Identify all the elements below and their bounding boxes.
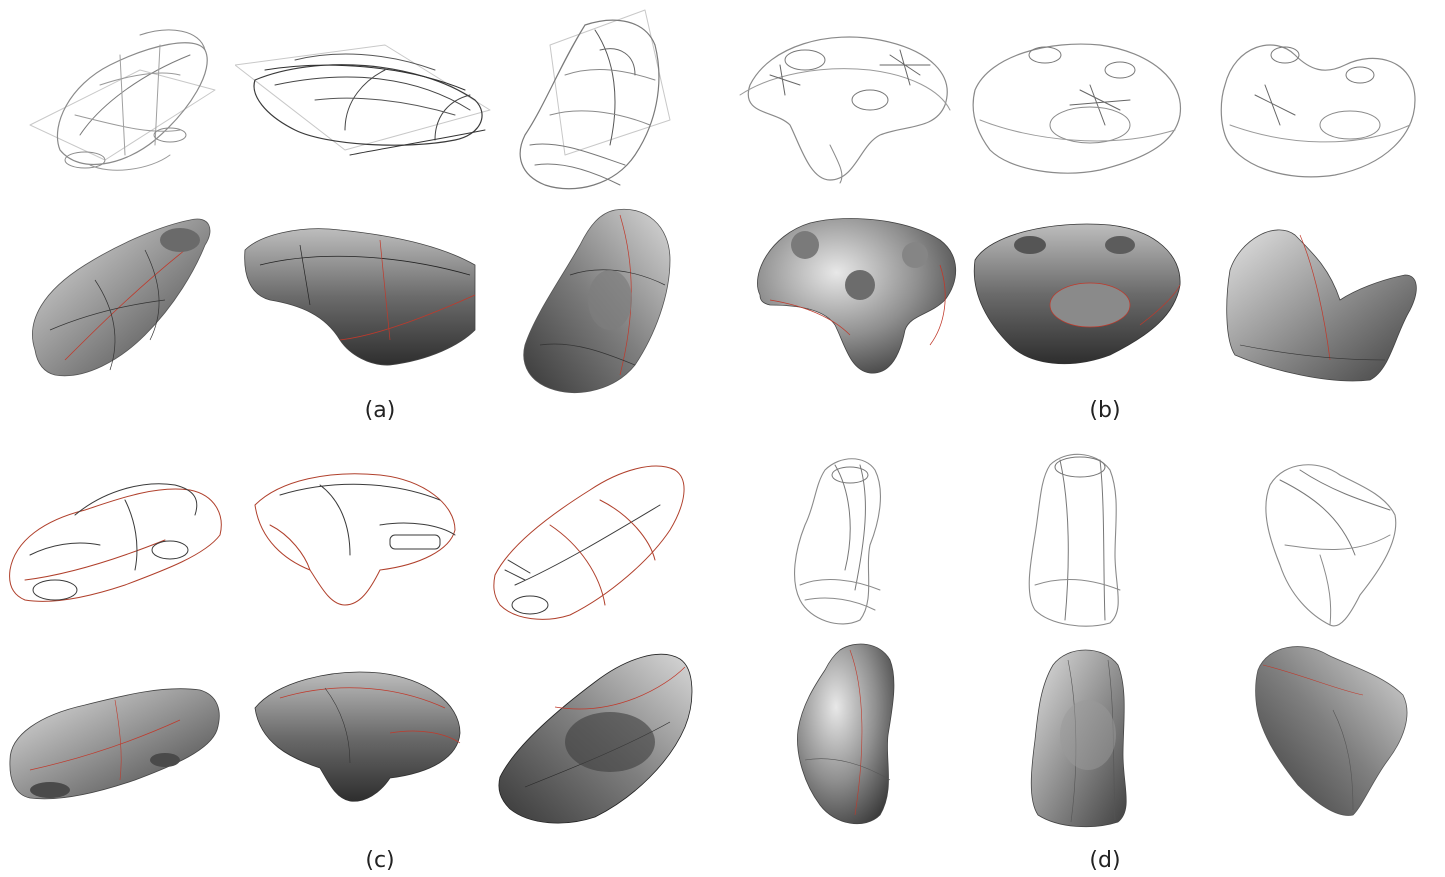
sketch-d-view2: [1015, 445, 1135, 630]
panel-label-b: (b): [1065, 398, 1145, 423]
sketch-b-view3: [1215, 25, 1420, 185]
panel-b: (b): [725, 0, 1445, 430]
panel-label-c: (c): [340, 848, 420, 873]
mesh-b-view3: [1220, 210, 1420, 385]
panel-label-a: (a): [340, 398, 420, 423]
sketch-c-view2: [250, 465, 465, 610]
sketch-a-view2: [235, 40, 495, 170]
panel-d: (d): [725, 435, 1445, 877]
sketch-a-view3: [505, 5, 675, 200]
sketch-c-view1: [5, 460, 230, 610]
panel-c: (c): [0, 435, 720, 877]
sketch-d-view3: [1260, 455, 1405, 630]
panel-label-d: (d): [1065, 848, 1145, 873]
sketch-c-view3: [490, 455, 690, 625]
sketch-b-view2: [970, 30, 1190, 180]
mesh-a-view2: [240, 220, 480, 370]
panel-a: (a): [0, 0, 720, 430]
mesh-d-view1: [790, 640, 905, 830]
mesh-a-view1: [25, 210, 215, 385]
mesh-b-view1: [740, 205, 960, 380]
mesh-c-view1: [5, 660, 225, 805]
mesh-b-view2: [970, 215, 1185, 375]
mesh-a-view3: [520, 205, 675, 395]
sketch-d-view1: [785, 450, 895, 630]
sketch-a-view1: [20, 15, 220, 195]
mesh-c-view2: [250, 663, 465, 808]
mesh-d-view3: [1253, 640, 1413, 820]
sketch-b-view1: [730, 15, 960, 185]
mesh-c-view3: [495, 647, 695, 827]
mesh-d-view2: [1023, 640, 1138, 830]
